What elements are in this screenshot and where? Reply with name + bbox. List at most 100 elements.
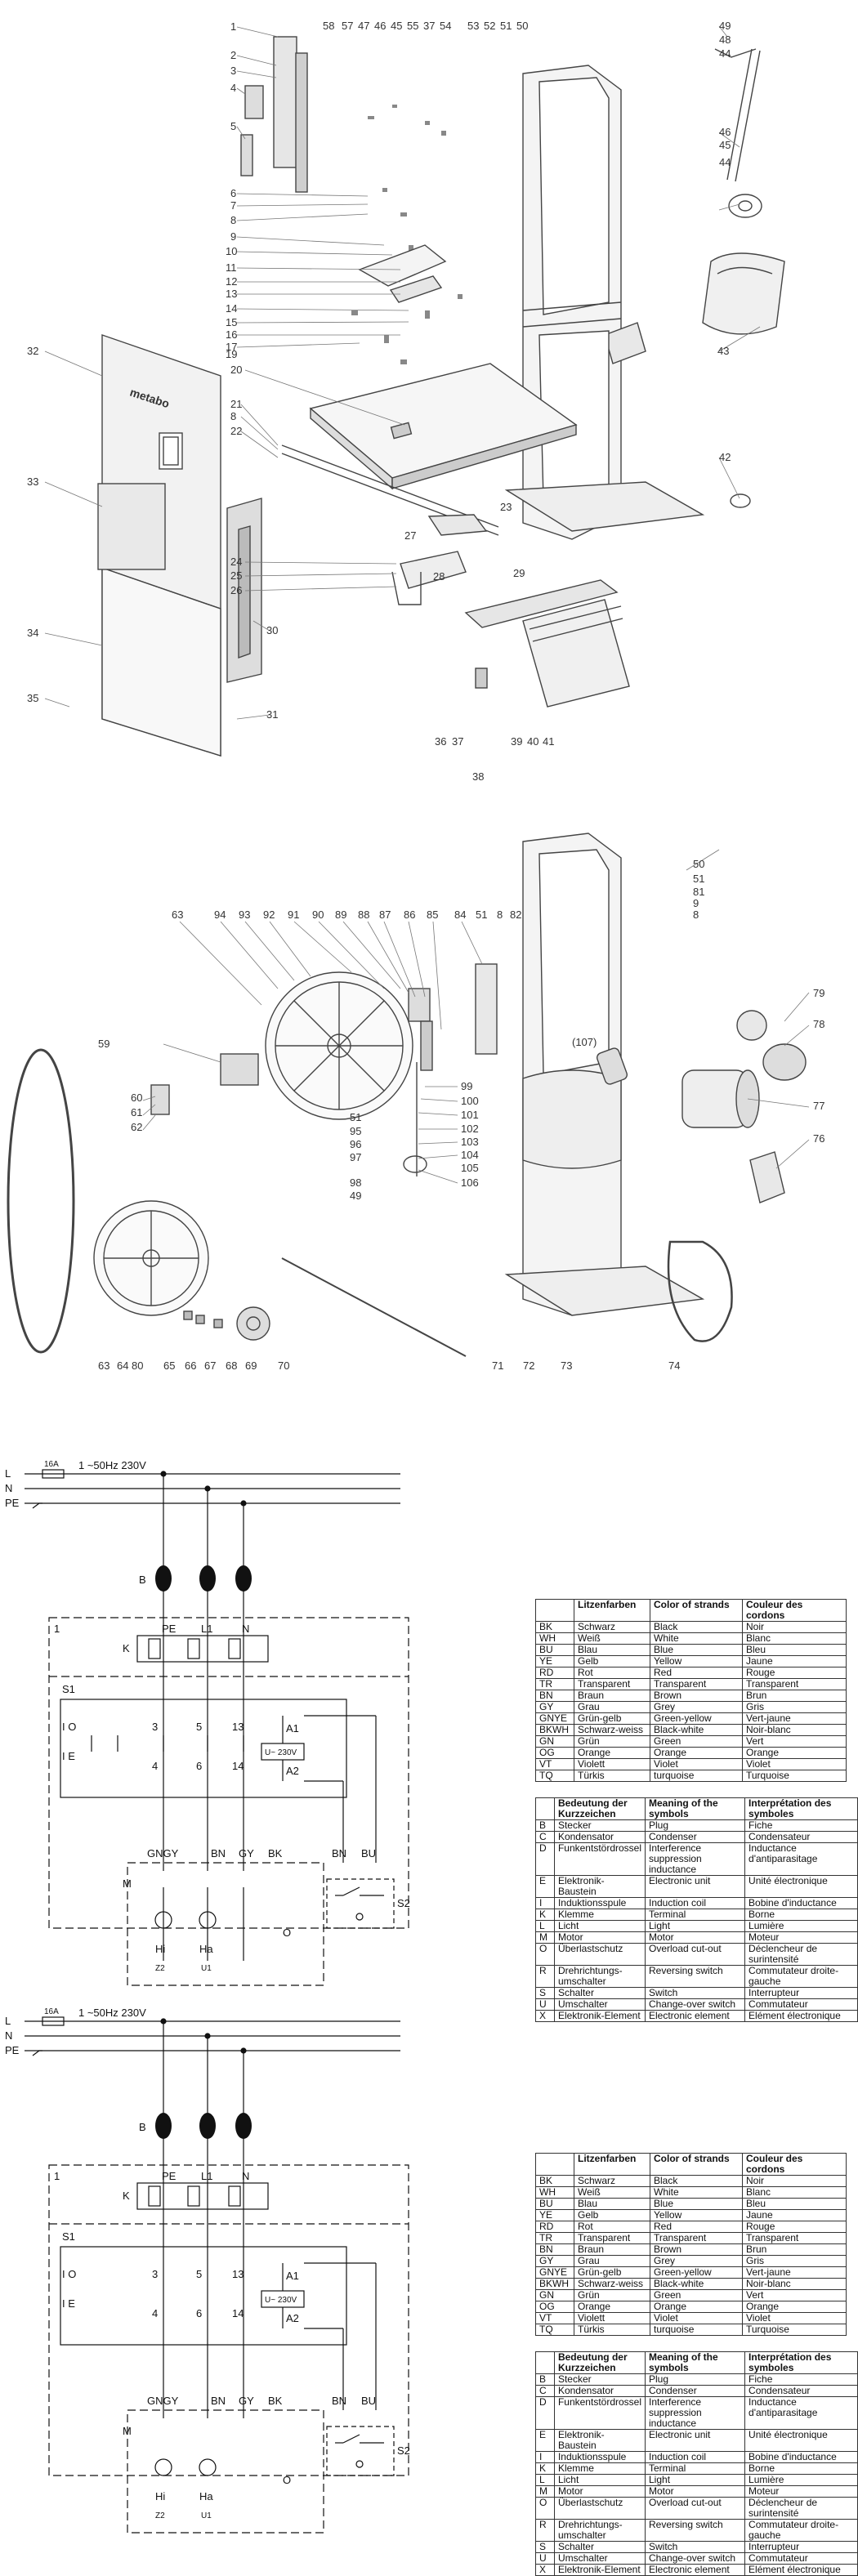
switch-s1-label: S1 [62, 1683, 75, 1695]
table-cell: Noir-blanc [742, 1724, 847, 1736]
callout-d72: 72 [523, 1359, 534, 1372]
callout-c26: 26 [230, 584, 242, 596]
callout-c4: 4 [230, 82, 236, 94]
table-cell: Unité électronique [744, 2429, 858, 2452]
callout-d66: 66 [185, 1359, 196, 1372]
overload-o-label: O [283, 1926, 291, 1939]
table-cell: OG [535, 1747, 574, 1759]
table-cell: Green [650, 1735, 743, 1748]
table-cell: Funkentstördrossel [553, 2396, 646, 2430]
callout-c49: 49 [719, 20, 731, 32]
callout-c42: 42 [719, 451, 731, 463]
table-cell: VT [535, 1758, 574, 1770]
table-cell: turquoise [650, 1770, 743, 1782]
table-cell: Plug [644, 1819, 746, 1832]
table-cell: TQ [535, 1770, 574, 1782]
callout-c16: 16 [226, 328, 237, 341]
table-cell: Schwarz [574, 1621, 650, 1633]
table-cell: Orange [650, 2301, 743, 2313]
table-cell: Induktionsspule [553, 1897, 646, 1909]
table-cell: Schwarz [574, 2175, 650, 2187]
callout-d65: 65 [163, 1359, 175, 1372]
table-header-cell: Litzenfarben [574, 1599, 650, 1622]
table-cell: Interrupteur [744, 2541, 858, 2553]
callout-d68: 68 [226, 1359, 237, 1372]
table-cell: O [535, 1943, 555, 1966]
switch-io-label: I O [62, 2268, 76, 2280]
table-cell: GN [535, 1735, 574, 1748]
table-cell: Unité électronique [744, 1875, 858, 1898]
callout-c39: 39 [511, 735, 522, 748]
callout-d89: 89 [335, 909, 346, 921]
table-cell: Grau [574, 2255, 650, 2267]
callout-d91: 91 [288, 909, 299, 921]
table-cell: Gris [742, 1701, 847, 1713]
callout-c37: 37 [452, 735, 463, 748]
callout-c30: 30 [266, 624, 278, 636]
table-cell: Green-yellow [650, 1712, 743, 1725]
table-cell: L [535, 1920, 555, 1932]
table-cell: Commutateur [744, 1998, 858, 2011]
callout-c29: 29 [513, 567, 525, 579]
table-cell: Licht [553, 2474, 646, 2486]
terminal-n-label: N [242, 1623, 249, 1635]
table-cell: Transparent [742, 1678, 847, 1690]
line-l-label: L [5, 1467, 11, 1480]
table-cell: GN [535, 2289, 574, 2301]
table-cell: YE [535, 2209, 574, 2221]
callout-c23: 23 [500, 501, 512, 513]
wire-gy-label: GY [239, 1847, 254, 1859]
table-cell: BN [535, 2243, 574, 2256]
contact-3-label: 3 [152, 1721, 158, 1733]
callout-c24: 24 [230, 556, 242, 568]
table-cell: L [535, 2474, 555, 2486]
table-cell: Red [650, 2221, 743, 2233]
table-cell: Green-yellow [650, 2266, 743, 2279]
wire-gngy-label: GNGY [147, 2395, 179, 2407]
table-cell: Electronic unit [644, 2429, 746, 2452]
wire-bn2-label: BN [332, 2395, 346, 2407]
motor-label: M [123, 1877, 132, 1890]
table-cell: Condenser [644, 1831, 746, 1843]
callout-c10: 10 [226, 245, 237, 257]
table-cell: BK [535, 1621, 574, 1633]
table-cell: Condensateur [744, 1831, 858, 1843]
table-cell: Condenser [644, 2385, 746, 2397]
callout-c21: 21 [230, 398, 242, 410]
table-cell: Vert [742, 2289, 847, 2301]
table-cell: Grün-gelb [574, 1712, 650, 1725]
table-cell: Fiche [744, 1819, 858, 1832]
table-cell: Switch [644, 1987, 746, 1999]
callout-c44b: 44 [719, 156, 731, 168]
callout-c27: 27 [404, 529, 416, 542]
callout-d59: 59 [98, 1038, 109, 1050]
table-cell: TR [535, 1678, 574, 1690]
table-cell: Rouge [742, 2221, 847, 2233]
switchbox-label: 1 [54, 2170, 60, 2182]
table-cell: Change-over switch [644, 1998, 746, 2011]
table-cell: X [535, 2564, 555, 2576]
callout-d99: 99 [461, 1080, 472, 1092]
table-cell: Vert [742, 1735, 847, 1748]
plug-label: B [139, 1574, 146, 1586]
table-cell: Elément électronique [744, 2010, 858, 2022]
table-cell: Klemme [553, 2462, 646, 2475]
table-cell: Grey [650, 2255, 743, 2267]
line-pe-label: PE [5, 2044, 20, 2056]
